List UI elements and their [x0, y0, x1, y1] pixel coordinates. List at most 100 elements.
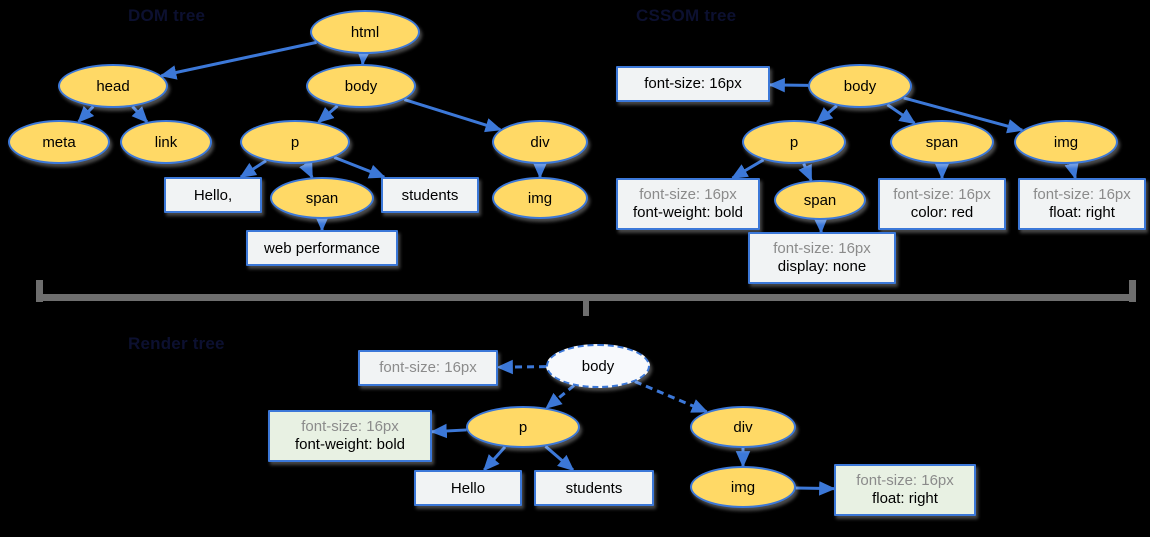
edge-p-to-span	[299, 160, 314, 179]
section-title-render-tree: Render tree	[128, 334, 225, 353]
node-label: div	[733, 418, 753, 436]
declaration-inherited: font-size: 16px	[639, 186, 737, 204]
node-label: head	[96, 77, 130, 95]
edge-body-to-rr-body	[496, 359, 547, 375]
node-label: p	[789, 133, 799, 151]
edge-body-to-p	[317, 104, 339, 124]
style-rule-rr-body[interactable]: font-size: 16px	[358, 350, 498, 386]
declaration-own: display: none	[777, 258, 867, 275]
declaration-inherited: font-size: 16px	[856, 472, 954, 490]
text-node-dom-web performance[interactable]: web performance	[246, 230, 398, 266]
declaration-inherited: font-size: 16px	[301, 418, 399, 436]
style-rule-r-body[interactable]: font-size: 16px	[616, 66, 770, 102]
section-divider	[36, 280, 1136, 316]
edge-html-to-head	[159, 40, 317, 80]
node-label: body	[843, 77, 877, 95]
node-cssom-img[interactable]: img	[1014, 120, 1118, 164]
node-dom-meta[interactable]: meta	[8, 120, 110, 164]
node-label: img	[527, 189, 553, 207]
edge-body-to-div	[634, 380, 709, 414]
text-node-render-Hello[interactable]: Hello	[414, 470, 522, 506]
section-title-dom-tree: DOM tree	[128, 6, 206, 25]
declaration-list: font-size: 16px	[368, 359, 488, 377]
node-cssom-span2[interactable]: span	[774, 180, 866, 220]
node-dom-div[interactable]: div	[492, 120, 588, 164]
node-label: body	[344, 77, 378, 95]
edge-p-to-Hello,	[239, 159, 267, 179]
node-cssom-body[interactable]: body	[808, 64, 912, 108]
text-node-dom-Hello,[interactable]: Hello,	[164, 177, 262, 213]
node-render-body[interactable]: body	[546, 344, 650, 388]
text-node-render-students[interactable]: students	[534, 470, 654, 506]
edge-p-to-Hello	[483, 445, 507, 472]
node-label: img	[730, 478, 756, 496]
declaration-inherited: font-size: 16px	[773, 240, 871, 258]
node-label: link	[154, 133, 178, 151]
text-node-label: web performance	[264, 239, 380, 257]
text-node-label: Hello	[450, 479, 486, 497]
node-label: body	[581, 357, 615, 375]
divider-cap-left	[36, 280, 43, 302]
node-dom-p[interactable]: p	[240, 120, 350, 164]
divider-center-tick	[583, 294, 589, 316]
node-label: p	[518, 418, 528, 436]
node-dom-link[interactable]: link	[120, 120, 212, 164]
declaration-inherited: font-size: 16px	[1033, 186, 1131, 204]
edge-img-to-rr-img	[795, 481, 836, 496]
text-node-label: Hello,	[193, 186, 233, 204]
node-dom-body[interactable]: body	[306, 64, 416, 108]
node-render-div[interactable]: div	[690, 406, 796, 448]
declaration-inherited: font-size: 16px	[893, 186, 991, 204]
node-render-img[interactable]: img	[690, 466, 796, 508]
node-dom-img[interactable]: img	[492, 177, 588, 219]
node-label: span	[803, 191, 837, 209]
edge-body-to-p	[545, 384, 575, 410]
edge-body-to-p	[815, 104, 838, 124]
text-node-dom-students[interactable]: students	[381, 177, 479, 213]
declaration-own: color: red	[910, 204, 974, 221]
declaration-own: float: right	[872, 490, 938, 507]
edge-body-to-span	[886, 103, 916, 125]
declaration-inherited: font-size: 16px	[379, 359, 477, 377]
node-cssom-span[interactable]: span	[890, 120, 994, 164]
node-dom-span[interactable]: span	[270, 177, 374, 219]
node-dom-head[interactable]: head	[58, 64, 168, 108]
node-render-p[interactable]: p	[466, 406, 580, 448]
declaration-list: font-size: 16px	[626, 75, 760, 93]
edge-p-to-students	[544, 445, 575, 472]
node-label: div	[530, 133, 550, 151]
node-label: html	[350, 23, 380, 41]
edge-p-to-r-p	[731, 158, 765, 180]
section-title-cssom-tree: CSSOM tree	[636, 6, 737, 25]
edge-img-to-r-img	[1064, 161, 1079, 180]
node-dom-html[interactable]: html	[310, 10, 420, 54]
node-label: span	[925, 133, 959, 151]
edge-head-to-link	[131, 105, 149, 124]
node-label: img	[1053, 133, 1079, 151]
edge-p-to-span2	[798, 163, 813, 182]
text-node-label: students	[401, 186, 459, 204]
edge-p-to-rr-p	[430, 423, 467, 439]
declaration-own: font-size: 16px	[644, 75, 742, 93]
node-label: p	[290, 133, 300, 151]
edge-body-to-div	[403, 98, 502, 133]
declaration-own: font-weight: bold	[294, 436, 406, 453]
node-cssom-p[interactable]: p	[742, 120, 846, 164]
edge-p-to-students	[333, 156, 386, 179]
text-node-label: students	[565, 479, 623, 497]
divider-cap-right	[1129, 280, 1136, 302]
